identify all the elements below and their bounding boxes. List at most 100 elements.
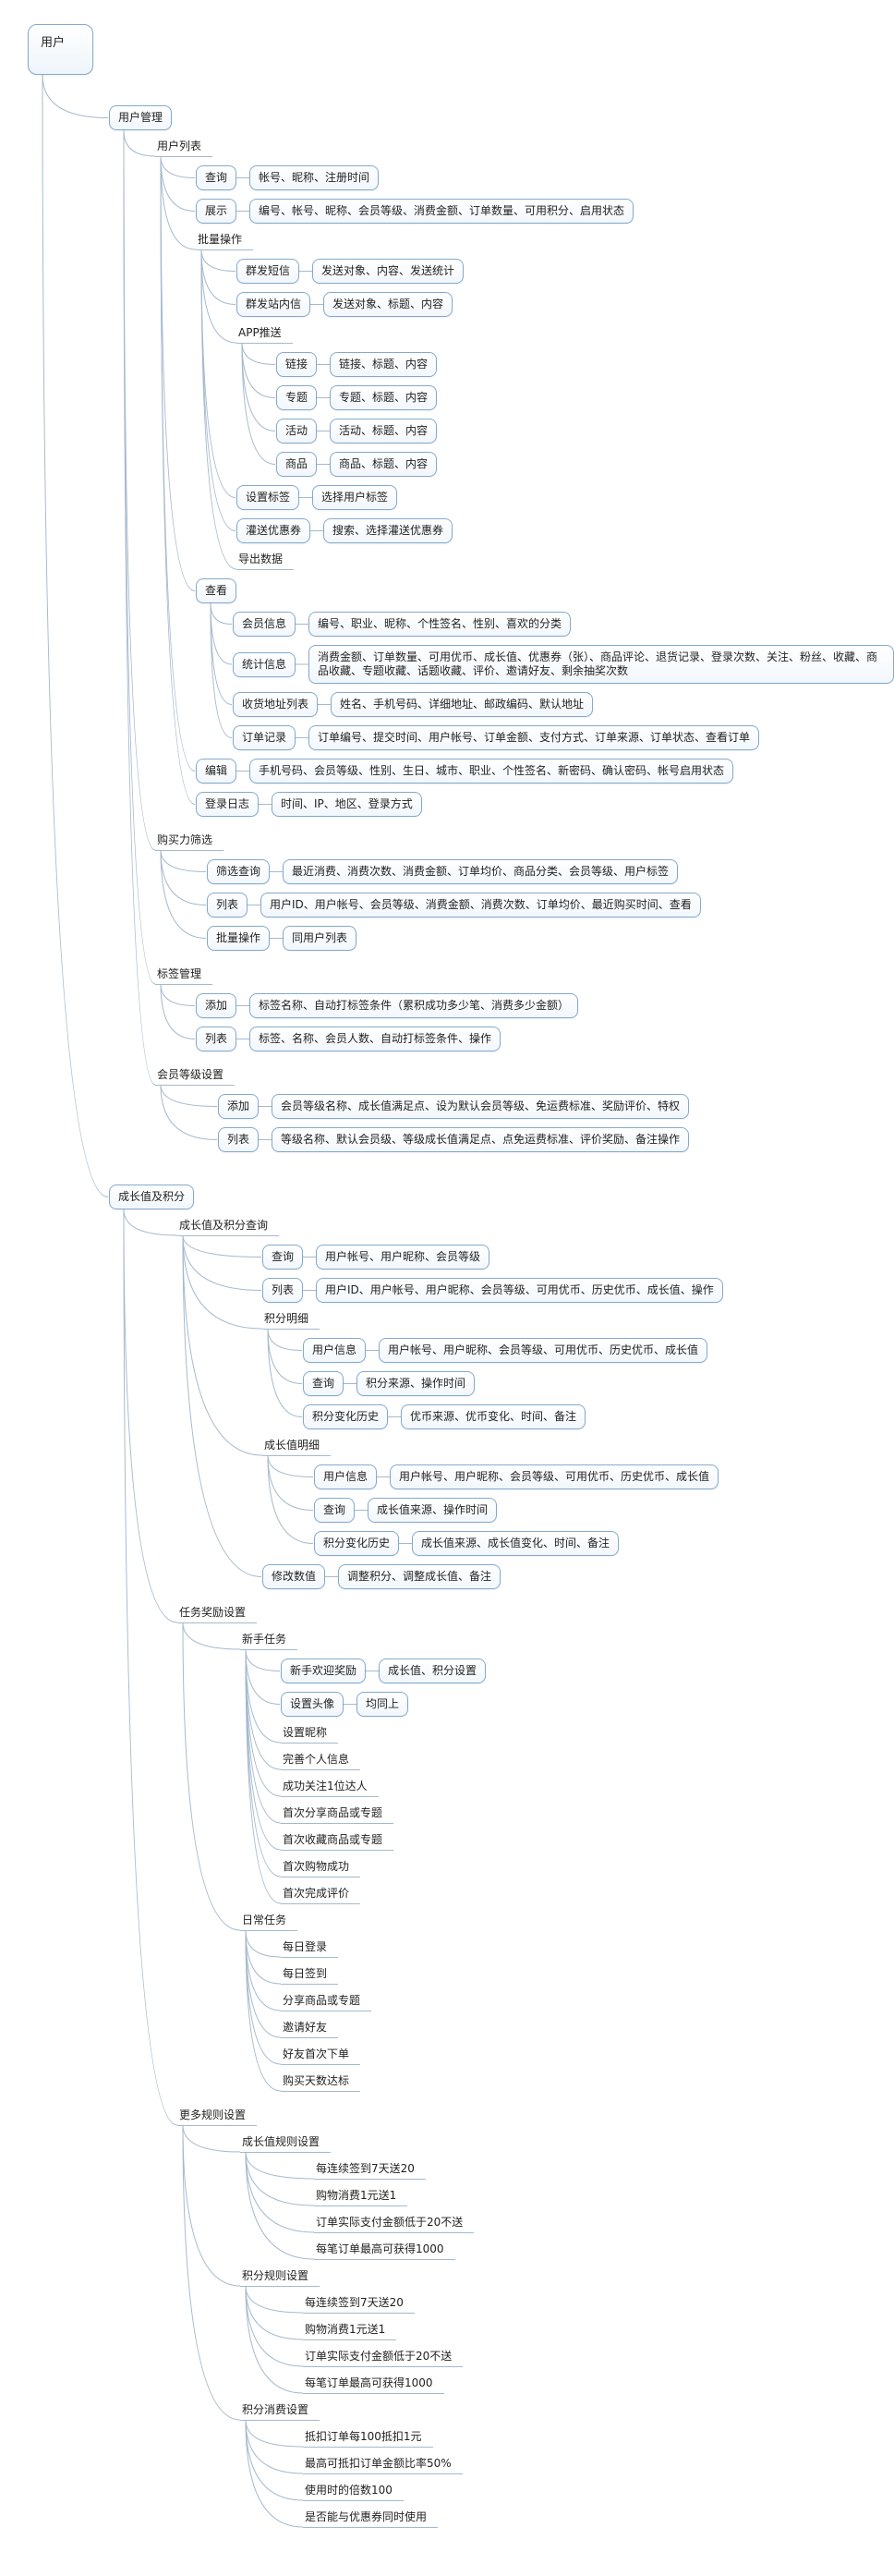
- mind-node[interactable]: 积分变化历史: [314, 1531, 400, 1556]
- mind-node[interactable]: 用户ID、用户帐号、用户昵称、会员等级、可用优币、历史优币、成长值、操作: [316, 1278, 723, 1303]
- mind-node[interactable]: 会员等级设置: [155, 1067, 236, 1086]
- mind-node[interactable]: 成长值来源、成长值变化、时间、备注: [412, 1531, 620, 1556]
- mind-node[interactable]: 最高可抵扣订单金额比率50%: [303, 2456, 463, 2474]
- mind-node[interactable]: 设置标签: [236, 485, 300, 510]
- mind-node[interactable]: 每连续签到7天送20: [314, 2161, 426, 2180]
- mind-node[interactable]: 好友首次下单: [281, 2047, 361, 2065]
- mind-node[interactable]: 帐号、昵称、注册时间: [249, 165, 380, 190]
- mind-node[interactable]: 购买天数达标: [281, 2073, 361, 2092]
- mind-node[interactable]: 订单实际支付金额低于20不送: [303, 2349, 464, 2367]
- mind-node[interactable]: 链接: [276, 352, 318, 377]
- mind-node[interactable]: 设置昵称: [281, 1725, 339, 1744]
- mind-node[interactable]: APP推送: [236, 325, 293, 344]
- mind-node[interactable]: 添加: [218, 1094, 260, 1119]
- mind-node[interactable]: 活动、标题、内容: [330, 419, 438, 444]
- mind-node[interactable]: 商品: [276, 452, 318, 477]
- mind-node[interactable]: 搜索、选择灌送优惠券: [323, 518, 453, 543]
- mind-node[interactable]: 批量操作: [207, 926, 271, 951]
- mind-node[interactable]: 最近消费、消费次数、消费金额、订单均价、商品分类、会员等级、用户标签: [283, 859, 679, 884]
- mind-node[interactable]: 用户管理: [109, 105, 173, 130]
- mind-node[interactable]: 积分消费设置: [240, 2402, 320, 2421]
- mind-node[interactable]: 查询: [262, 1245, 304, 1270]
- mind-node[interactable]: 成长值及积分查询: [177, 1218, 280, 1236]
- mind-node[interactable]: 登录日志: [196, 792, 260, 817]
- mind-node[interactable]: 专题: [276, 385, 318, 410]
- mind-node[interactable]: 成长值及积分: [109, 1185, 195, 1209]
- mind-node[interactable]: 链接、标题、内容: [330, 352, 438, 377]
- mind-node[interactable]: 每笔订单最高可获得1000: [303, 2376, 444, 2394]
- mind-node[interactable]: 群发短信: [236, 259, 300, 284]
- mind-node[interactable]: 使用时的倍数100: [303, 2483, 404, 2501]
- mind-node[interactable]: 每笔订单最高可获得1000: [314, 2242, 455, 2260]
- mind-node[interactable]: 用户信息: [303, 1338, 367, 1363]
- mind-node[interactable]: 成长值、积分设置: [379, 1659, 487, 1683]
- mind-node[interactable]: 消费金额、订单数量、可用优币、成长值、优惠券（张）、商品评论、退货记录、登录次数…: [308, 645, 894, 684]
- mind-node[interactable]: 每日登录: [281, 1939, 339, 1958]
- mind-node[interactable]: 均同上: [356, 1692, 409, 1717]
- mind-node[interactable]: 积分变化历史: [303, 1404, 389, 1429]
- mind-node[interactable]: 成长值明细: [262, 1438, 332, 1456]
- mind-node[interactable]: 新手任务: [240, 1632, 298, 1650]
- mind-node[interactable]: 会员等级名称、成长值满足点、设为默认会员等级、免运费标准、奖励评价、特权: [272, 1094, 690, 1119]
- mind-node[interactable]: 首次购物成功: [281, 1859, 361, 1877]
- mind-node[interactable]: 成长值来源、操作时间: [368, 1498, 498, 1523]
- mind-node[interactable]: 灌送优惠券: [236, 518, 311, 543]
- mind-node[interactable]: 标签名称、自动打标签条件（累积成功多少笔、消费多少金额）: [249, 993, 579, 1018]
- mind-node[interactable]: 时间、IP、地区、登录方式: [272, 792, 422, 817]
- mind-node[interactable]: 日常任务: [240, 1913, 298, 1931]
- mind-node[interactable]: 商品、标题、内容: [330, 452, 438, 477]
- mind-node[interactable]: 订单实际支付金额低于20不送: [314, 2215, 475, 2233]
- mind-node[interactable]: 购物消费1元送1: [303, 2322, 397, 2340]
- mind-node[interactable]: 手机号码、会员等级、性别、生日、城市、职业、个性签名、新密码、确认密码、帐号启用…: [249, 759, 734, 784]
- mind-node[interactable]: 设置头像: [281, 1692, 344, 1717]
- mind-node[interactable]: 编辑: [196, 759, 237, 784]
- mind-node[interactable]: 列表: [196, 1027, 237, 1051]
- mind-node[interactable]: 调整积分、调整成长值、备注: [338, 1564, 501, 1589]
- mind-node[interactable]: 完善个人信息: [281, 1752, 361, 1770]
- mind-node[interactable]: 添加: [196, 993, 237, 1018]
- mind-node[interactable]: 专题、标题、内容: [330, 385, 438, 410]
- mind-node[interactable]: 订单编号、提交时间、用户帐号、订单金额、支付方式、订单来源、订单状态、查看订单: [308, 725, 760, 750]
- mind-node[interactable]: 选择用户标签: [312, 485, 398, 510]
- mind-node[interactable]: 查看: [196, 578, 237, 603]
- mind-node[interactable]: 首次分享商品或专题: [281, 1805, 394, 1824]
- mind-node[interactable]: 首次收藏商品或专题: [281, 1832, 394, 1851]
- mind-node[interactable]: 同用户列表: [283, 926, 357, 951]
- mind-node[interactable]: 列表: [207, 893, 248, 917]
- mind-node[interactable]: 查询: [303, 1371, 344, 1396]
- mind-node[interactable]: 用户列表: [155, 139, 213, 157]
- mind-node[interactable]: 活动: [276, 419, 318, 444]
- mind-node[interactable]: 积分明细: [262, 1311, 320, 1330]
- mind-node[interactable]: 分享商品或专题: [281, 1993, 372, 2011]
- mind-node[interactable]: 导出数据: [236, 552, 295, 570]
- mind-node[interactable]: 购买力筛选: [155, 832, 224, 851]
- mind-node[interactable]: 用户ID、用户帐号、会员等级、消费金额、消费次数、订单均价、最近购买时间、查看: [260, 893, 701, 917]
- mind-node[interactable]: 批量操作: [196, 232, 254, 250]
- mind-node[interactable]: 展示: [196, 199, 237, 224]
- mind-node[interactable]: 成长值规则设置: [240, 2134, 332, 2153]
- mind-node[interactable]: 邀请好友: [281, 2020, 339, 2038]
- mind-node[interactable]: 积分来源、操作时间: [356, 1371, 476, 1396]
- root-node[interactable]: 用户: [28, 24, 94, 75]
- mind-node[interactable]: 统计信息: [233, 651, 296, 677]
- mind-node[interactable]: 用户帐号、用户昵称、会员等级、可用优币、历史优币、成长值: [379, 1338, 708, 1363]
- mind-node[interactable]: 成功关注1位达人: [281, 1779, 379, 1797]
- mind-node[interactable]: 列表: [218, 1127, 260, 1152]
- mind-node[interactable]: 标签管理: [155, 966, 213, 985]
- mind-node[interactable]: 发送对象、内容、发送统计: [312, 259, 465, 284]
- mind-node[interactable]: 修改数值: [262, 1564, 326, 1589]
- mind-node[interactable]: 用户帐号、用户昵称、会员等级: [316, 1245, 490, 1270]
- mind-node[interactable]: 优币来源、优币变化、时间、备注: [401, 1404, 586, 1429]
- mind-node[interactable]: 筛选查询: [207, 859, 271, 884]
- mind-node[interactable]: 发送对象、标题、内容: [323, 292, 453, 317]
- mind-node[interactable]: 订单记录: [233, 725, 296, 750]
- mind-node[interactable]: 任务奖励设置: [177, 1605, 258, 1623]
- mind-node[interactable]: 编号、帐号、昵称、会员等级、消费金额、订单数量、可用积分、启用状态: [249, 199, 634, 224]
- mind-node[interactable]: 首次完成评价: [281, 1886, 361, 1904]
- mind-node[interactable]: 新手欢迎奖励: [281, 1659, 367, 1683]
- mind-node[interactable]: 姓名、手机号码、详细地址、邮政编码、默认地址: [331, 692, 594, 717]
- mind-node[interactable]: 每日签到: [281, 1966, 339, 1985]
- mind-node[interactable]: 收货地址列表: [233, 692, 319, 717]
- mind-node[interactable]: 标签、名称、会员人数、自动打标签条件、操作: [249, 1027, 501, 1051]
- mind-node[interactable]: 编号、职业、昵称、个性签名、性别、喜欢的分类: [308, 612, 572, 637]
